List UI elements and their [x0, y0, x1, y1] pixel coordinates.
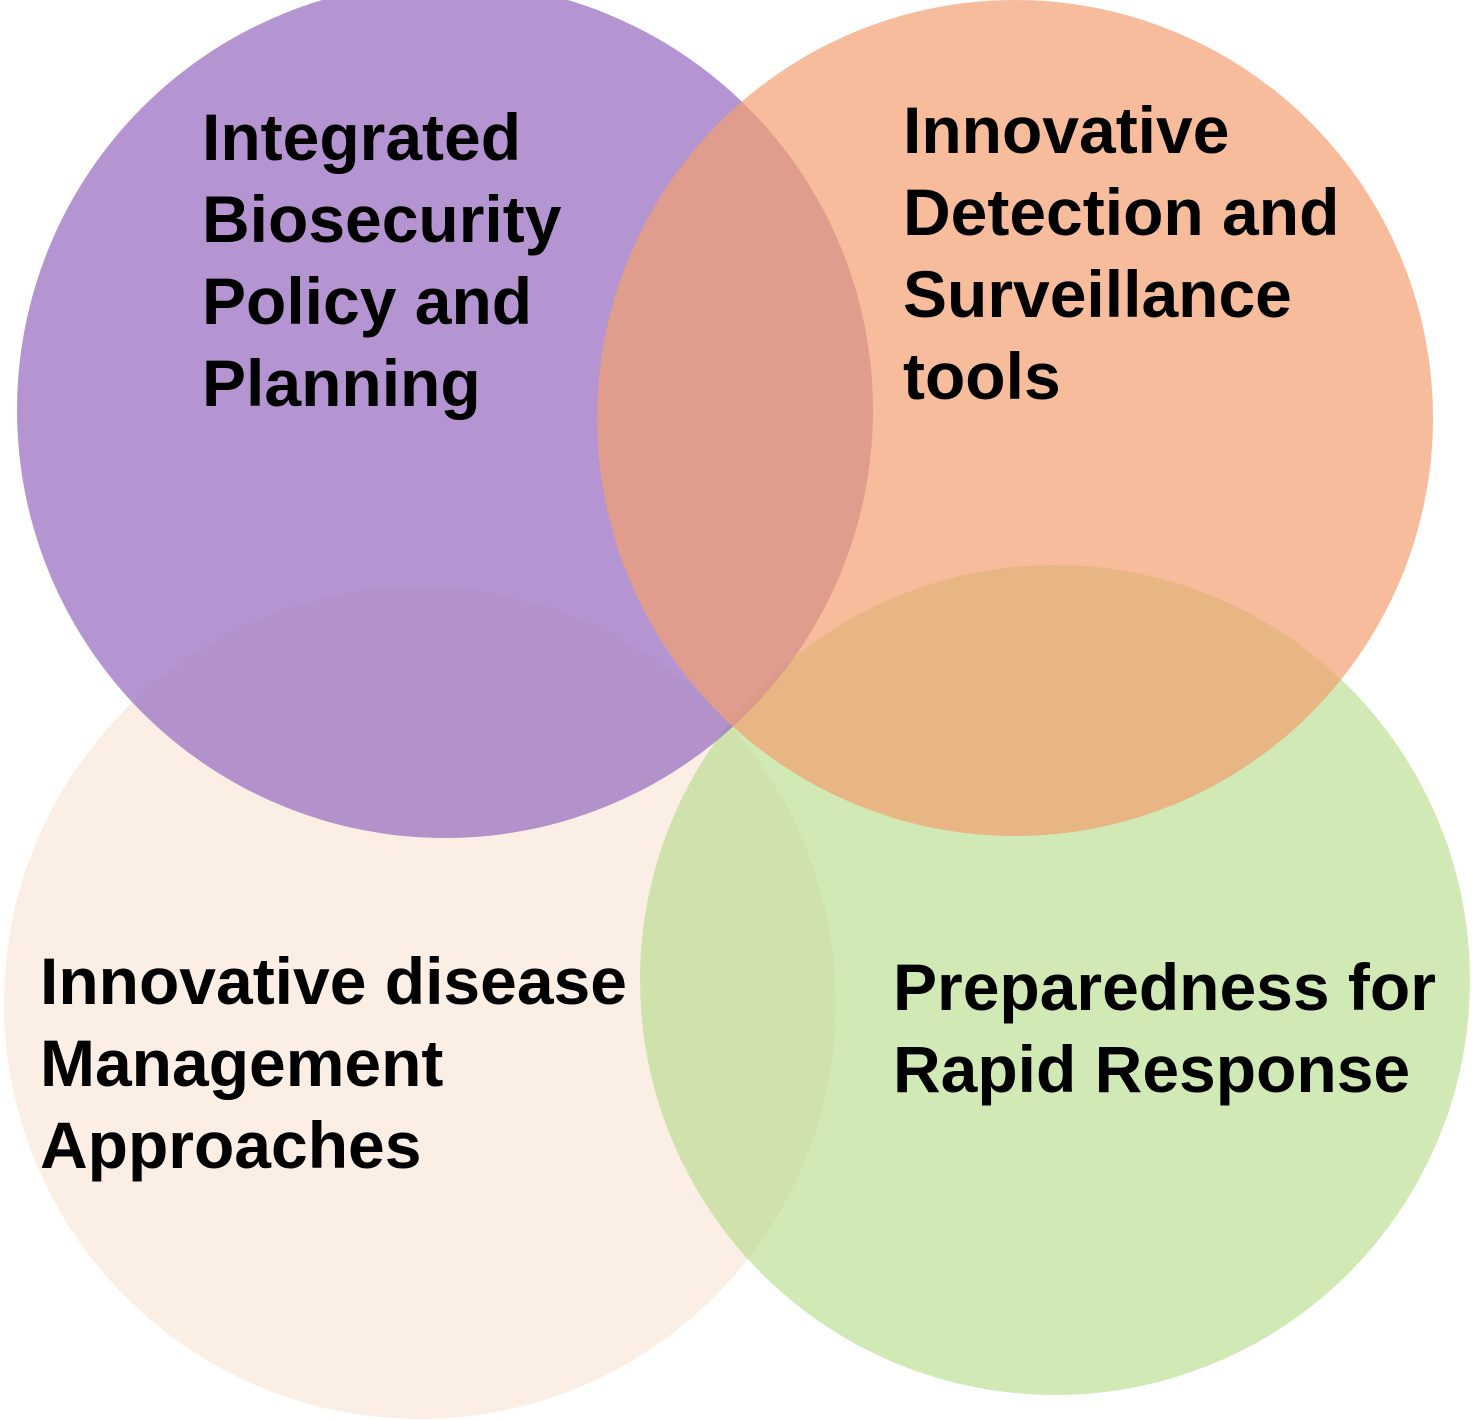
label-line: Planning: [202, 346, 481, 420]
circle-detection-surveillance: [597, 0, 1433, 836]
label-line: Policy and: [202, 264, 532, 338]
label-biosecurity-policy: Integrated Biosecurity Policy and Planni…: [202, 100, 580, 420]
label-line: Integrated: [202, 100, 521, 174]
label-line: Biosecurity: [202, 182, 562, 256]
label-line: Detection and: [903, 175, 1339, 249]
label-rapid-response: Preparedness for Rapid Response: [893, 950, 1454, 1106]
label-line: Approaches: [40, 1108, 421, 1182]
label-line: Innovative disease: [40, 944, 627, 1018]
label-line: Preparedness for: [893, 950, 1436, 1024]
label-line: Rapid Response: [893, 1032, 1410, 1106]
label-line: tools: [903, 339, 1061, 413]
label-detection-surveillance: Innovative Detection and Surveillance to…: [903, 93, 1358, 413]
label-line: Innovative: [903, 93, 1229, 167]
label-line: Management: [40, 1026, 443, 1100]
label-line: Surveillance: [903, 257, 1292, 331]
label-disease-management: Innovative disease Management Approaches: [40, 944, 645, 1182]
